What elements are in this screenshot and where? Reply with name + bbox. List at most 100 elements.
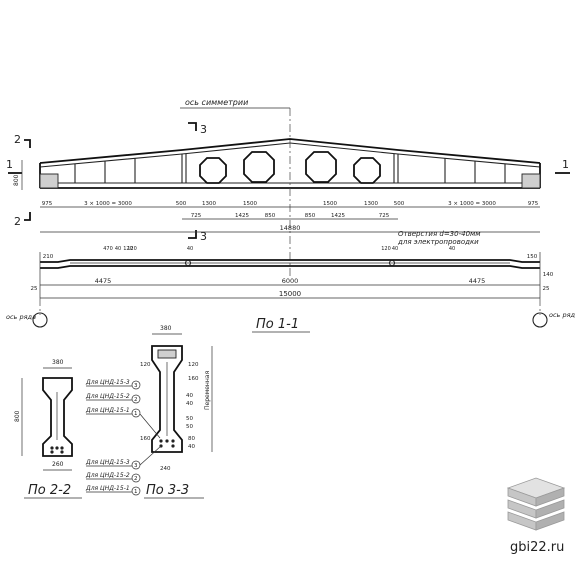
section-2-2-title: По 2-2 — [28, 483, 71, 498]
dim-top-row: 3 × 1000 = 3000 — [84, 201, 132, 207]
site-logo — [506, 477, 566, 531]
row-axis-bubble-right — [532, 312, 548, 328]
dim-top-row: 1300 — [202, 201, 216, 207]
section-3-3-top-fill — [157, 349, 177, 359]
svg-text:Для ЦНД-15-1: Для ЦНД-15-1 — [85, 485, 130, 492]
rebar — [171, 439, 175, 443]
top-chord-outer — [39, 138, 541, 164]
left-support — [39, 173, 59, 189]
dim-bottom-row: 6000 — [282, 277, 299, 285]
dim-bottom-row: 4475 — [95, 277, 112, 285]
dim-end-right: 140 — [543, 272, 554, 278]
cut-1-left: 1 — [6, 158, 13, 171]
beam-plan: ось ряда ось ряда По 1-1 — [6, 252, 575, 333]
site-url[interactable]: gbi22.ru — [510, 540, 564, 555]
dim-overall: 15000 — [279, 290, 301, 298]
dim-mid-row: 725 — [191, 213, 202, 219]
dim-end-bottom: 25 — [543, 286, 550, 292]
rebar — [55, 446, 59, 450]
svg-text:Для ЦНД-15-2: Для ЦНД-15-2 — [85, 393, 130, 400]
holes-note-2: для электропроводки — [397, 238, 479, 246]
s33-height-label: Переменная — [204, 371, 211, 410]
svg-text:Для ЦНД-15-2: Для ЦНД-15-2 — [85, 472, 130, 479]
dim-end: 150 — [527, 254, 538, 260]
posts — [74, 154, 506, 183]
dim-mid-row: 1425 — [235, 213, 249, 219]
svg-text:80: 80 — [188, 436, 195, 442]
row-axis-label-left: ось ряда — [6, 313, 36, 321]
cut-3-top: 3 — [200, 123, 207, 136]
s22-height: 800 — [14, 410, 21, 422]
cut-2-bottom: 2 — [14, 215, 21, 228]
row-axis-bubble-left — [32, 312, 48, 328]
opening-1 — [199, 157, 227, 184]
s33-callouts-upper: Для ЦНД-15-3 3 Для ЦНД-15-2 2 Для ЦНД-15… — [85, 379, 161, 439]
rebar — [60, 450, 64, 454]
dim-top-row: 3 × 1000 = 3000 — [448, 201, 496, 207]
dim-top-row: 975 — [42, 201, 53, 207]
svg-text:2: 2 — [134, 397, 138, 403]
plan-hole — [388, 259, 396, 267]
dim-detail-mark: 120 — [127, 246, 137, 252]
svg-text:40: 40 — [186, 401, 193, 407]
svg-text:120: 120 — [188, 362, 199, 368]
svg-text:50: 50 — [186, 424, 193, 430]
dim-mid-row: 850 — [265, 213, 276, 219]
dim-detail-mark: 40 — [392, 246, 398, 252]
dim-top-row: 975 — [528, 201, 539, 207]
dim-end-bottom: 25 — [31, 286, 38, 292]
plan-bottom-edge — [40, 265, 540, 269]
svg-text:Для ЦНД-15-1: Для ЦНД-15-1 — [85, 407, 130, 414]
rebar — [50, 446, 54, 450]
svg-text:240: 240 — [160, 466, 171, 472]
rebar — [60, 446, 64, 450]
s33-callouts-lower: Для ЦНД-15-3 3 Для ЦНД-15-2 2 Для ЦНД-15… — [85, 445, 162, 496]
dim-top-row: 500 — [176, 201, 187, 207]
section-1-1-title: По 1-1 — [256, 317, 299, 332]
dim-overall-inner: 14880 — [280, 224, 301, 232]
openings — [199, 151, 381, 184]
dim-detail-mark: 470 — [103, 246, 113, 252]
section-3-3-title: По 3-3 — [146, 483, 189, 498]
rebar — [50, 450, 54, 454]
svg-text:3: 3 — [134, 383, 138, 389]
svg-text:3: 3 — [134, 463, 138, 469]
dim-top-row: 1500 — [323, 201, 337, 207]
rebar — [165, 439, 169, 443]
opening-4 — [353, 157, 381, 184]
opening-3 — [305, 151, 337, 183]
plan-top-edge — [40, 259, 540, 263]
dim-top-row: 1500 — [243, 201, 257, 207]
cut-2-top: 2 — [14, 133, 21, 146]
dim-bottom-row: 4475 — [469, 277, 486, 285]
holes-note-1: Отверстия d=30-40мм — [398, 230, 481, 238]
dim-mid-row: 1425 — [331, 213, 345, 219]
svg-text:120: 120 — [140, 362, 151, 368]
dim-detail-mark: 40 — [115, 246, 121, 252]
dim-detail-mark: 40 — [449, 246, 455, 252]
svg-text:Для ЦНД-15-3: Для ЦНД-15-3 — [85, 379, 130, 386]
plan-hole — [184, 259, 192, 267]
section-3-3-outline — [151, 345, 183, 453]
cut-markers: 2 2 1 1 3 3 — [6, 122, 570, 243]
rebar — [171, 444, 175, 448]
svg-text:40: 40 — [188, 444, 195, 450]
dim-detail-mark: 120 — [123, 246, 133, 252]
svg-text:40: 40 — [186, 393, 193, 399]
cut-3-bottom: 3 — [200, 230, 207, 243]
dim-mid-row: 850 — [305, 213, 316, 219]
opening-2 — [243, 151, 275, 183]
section-3-3: 380 Переменная 120 160 40 40 50 50 80 40… — [85, 325, 213, 499]
dim-detail-mark: 40 — [187, 246, 193, 252]
svg-text:1: 1 — [134, 489, 138, 495]
section-2-2-outline — [42, 377, 73, 457]
height-dim: 800 — [13, 174, 20, 186]
symmetry-axis-label: ось симметрии — [185, 98, 248, 107]
right-support — [521, 173, 541, 189]
s22-width-bottom: 260 — [52, 461, 64, 468]
dim-mid-row: 725 — [379, 213, 390, 219]
dim-detail-mark: 120 — [381, 246, 391, 252]
svg-text:2: 2 — [134, 476, 138, 482]
beam-elevation: ось симметрии 2 2 1 1 3 3 800 Отверстия … — [6, 98, 570, 278]
section-2-2: 380 800 260 По 2-2 — [14, 359, 82, 499]
